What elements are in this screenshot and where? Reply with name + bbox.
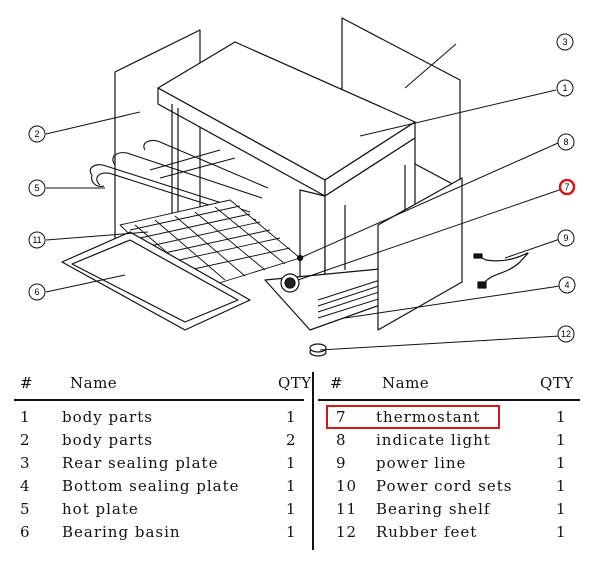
row-name: indicate light [376, 431, 491, 449]
row-qty: 1 [556, 477, 567, 495]
highlight-box [326, 405, 500, 429]
row-name: Rear sealing plate [62, 454, 219, 472]
row-qty: 1 [556, 454, 567, 472]
row-qty: 1 [286, 408, 297, 426]
row-qty: 1 [286, 500, 297, 518]
row-name: Bearing basin [62, 523, 181, 541]
row-name: Rubber feet [376, 523, 478, 541]
row-qty: 1 [556, 500, 567, 518]
row-index: 8 [336, 431, 347, 449]
row-index: 2 [20, 431, 31, 449]
row-qty: 1 [286, 523, 297, 541]
row-name: Power cord sets [376, 477, 513, 495]
row-index: 3 [20, 454, 31, 472]
header-rule-right [318, 399, 580, 401]
row-index: 11 [336, 500, 358, 518]
heating-element [89, 139, 269, 221]
left-header-index: # [20, 374, 34, 392]
callout-label: 2 [34, 129, 39, 139]
callout-label: 1 [562, 83, 567, 93]
callout-label: 8 [563, 137, 568, 147]
header-rule-left [14, 399, 304, 401]
callout-label: 12 [561, 329, 571, 339]
power-cord [477, 252, 529, 287]
callout-12: 12 [557, 325, 575, 343]
bearing-basin [61, 231, 251, 331]
right-header-index: # [330, 374, 344, 392]
row-qty: 1 [286, 477, 297, 495]
callout-7: 7 [558, 178, 576, 196]
callout-6: 6 [28, 283, 46, 301]
row-name: power line [376, 454, 467, 472]
row-qty: 1 [556, 523, 567, 541]
callout-11: 11 [28, 231, 46, 249]
callout-label: 4 [564, 280, 569, 290]
callout-label: 6 [34, 287, 39, 297]
row-index: 12 [336, 523, 358, 541]
row-index: 4 [20, 477, 31, 495]
row-name: hot plate [62, 500, 139, 518]
callout-5: 5 [28, 179, 46, 197]
row-index: 9 [336, 454, 347, 472]
callout-label: 9 [563, 233, 568, 243]
row-name: body parts [62, 408, 153, 426]
row-qty: 1 [286, 454, 297, 472]
right-side-panel [377, 177, 463, 331]
row-index: 10 [336, 477, 358, 495]
row-name: thermostant [376, 408, 481, 426]
row-index: 7 [336, 408, 347, 426]
row-index: 6 [20, 523, 31, 541]
row-name: Bottom sealing plate [62, 477, 240, 495]
callout-2: 2 [28, 125, 46, 143]
callout-4: 4 [558, 276, 576, 294]
row-qty: 1 [556, 431, 567, 449]
row-index: 1 [20, 408, 31, 426]
row-name: Bearing shelf [376, 500, 491, 518]
row-qty: 1 [556, 408, 567, 426]
column-divider [312, 372, 314, 550]
callout-3: 3 [556, 33, 574, 51]
callout-label: 11 [32, 235, 41, 245]
callout-label: 5 [34, 183, 39, 193]
right-header-qty: QTY [540, 374, 574, 392]
callout-1: 1 [556, 79, 574, 97]
callout-label: 3 [562, 37, 567, 47]
left-header-qty: QTY [278, 374, 312, 392]
row-qty: 2 [286, 431, 297, 449]
callout-9: 9 [557, 229, 575, 247]
row-index: 5 [20, 500, 31, 518]
right-header-name: Name [382, 374, 430, 392]
callout-8: 8 [557, 133, 575, 151]
callout-label: 7 [564, 182, 569, 192]
row-name: body parts [62, 431, 153, 449]
left-header-name: Name [70, 374, 118, 392]
